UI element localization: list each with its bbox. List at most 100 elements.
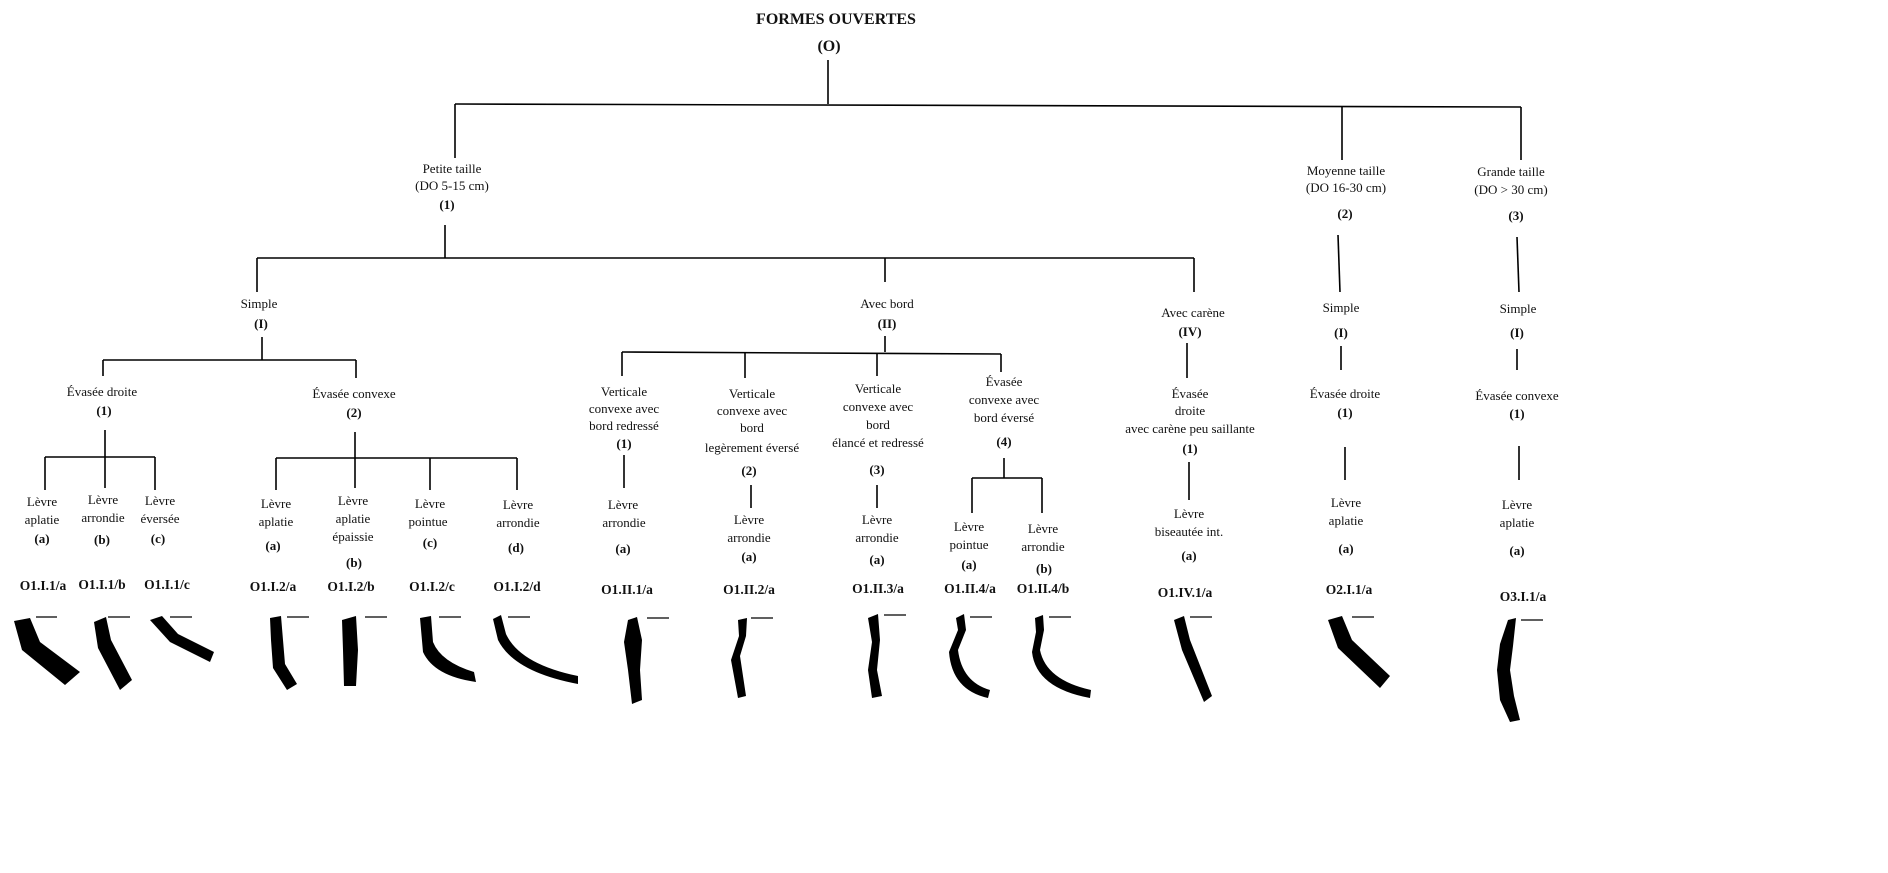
size-node-large: Grande taille (DO > 30 cm) (3) — [1474, 164, 1547, 223]
form-label-line: bord éversé — [974, 410, 1035, 425]
sherd-profile-O3.I.1/a — [1497, 618, 1543, 722]
leaf-label-line: Lèvre — [338, 493, 369, 508]
size-node-medium: Moyenne taille (DO 16-30 cm) (2) — [1306, 163, 1386, 221]
sherd-profile-O2.I.1/a — [1328, 616, 1390, 688]
leaf-node-O1.I.1/b: Lèvre arrondie (b) O1.I.1/b — [78, 492, 125, 592]
type-code: O1.I.2/d — [493, 579, 541, 594]
leaf-label-line: arrondie — [81, 510, 125, 525]
leaf-node-O1.II.1/a: Lèvre arrondie (a) O1.II.1/a — [601, 497, 653, 597]
leaf-label-line: Lèvre — [1502, 497, 1533, 512]
form-label-line: Évasée convexe — [312, 386, 396, 401]
group-code: (I) — [1334, 325, 1348, 340]
leaf-code: (a) — [1509, 543, 1524, 558]
leaf-label-line: arrondie — [496, 515, 540, 530]
group-label: Avec carène — [1161, 305, 1225, 320]
sherd-profile-O1.I.2/b — [342, 616, 387, 686]
leaf-label-line: arrondie — [1021, 539, 1065, 554]
leaf-code: (a) — [1338, 541, 1353, 556]
leaf-label-line: pointue — [950, 537, 989, 552]
form-node-m1: Évasée droite (1) — [1310, 386, 1381, 420]
group-label: Simple — [1323, 300, 1360, 315]
form-label-line: Verticale — [601, 384, 647, 399]
size-range: (DO > 30 cm) — [1474, 182, 1547, 197]
type-code: O1.II.2/a — [723, 582, 775, 597]
type-code: O1.II.3/a — [852, 581, 904, 596]
leaf-label-line: Lèvre — [1028, 521, 1059, 536]
form-code: (4) — [996, 434, 1011, 449]
type-code: O3.I.1/a — [1500, 589, 1547, 604]
group-label: Simple — [1500, 301, 1537, 316]
leaf-label-line: Lèvre — [1331, 495, 1362, 510]
leaf-label-line: aplatie — [336, 511, 371, 526]
sherd-profile-O1.I.2/d — [493, 615, 578, 684]
sherd-profile-O1.IV.1/a — [1174, 616, 1212, 702]
group-code: (I) — [254, 316, 268, 331]
type-code: O1.II.4/b — [1017, 581, 1070, 596]
form-node-s2: Évasée convexe (2) — [312, 386, 396, 420]
form-label-line: Évasée — [1172, 386, 1209, 401]
form-node-s1: Évasée droite (1) — [67, 384, 138, 418]
leaf-label-line: Lèvre — [734, 512, 765, 527]
form-label-line: Évasée droite — [67, 384, 138, 399]
leaf-label-line: Lèvre — [503, 497, 534, 512]
form-label-line: Évasée convexe — [1475, 388, 1559, 403]
leaf-code: (a) — [869, 552, 884, 567]
leaf-label-line: Lèvre — [1174, 506, 1205, 521]
group-label: Avec bord — [860, 296, 914, 311]
form-node-b4: Évasée convexe avec bord éversé (4) — [969, 374, 1040, 449]
leaf-node-O1.I.2/c: Lèvre pointue (c) O1.I.2/c — [409, 496, 455, 594]
form-code: (1) — [616, 436, 631, 451]
form-code: (2) — [741, 463, 756, 478]
form-label-line: bord — [866, 417, 890, 432]
size-label: Moyenne taille — [1307, 163, 1386, 178]
leaf-label-line: Lèvre — [145, 493, 176, 508]
sherd-profile-O1.II.1/a — [624, 617, 669, 704]
form-node-b1: Verticale convexe avec bord redressé (1) — [589, 384, 660, 451]
size-label: Grande taille — [1477, 164, 1545, 179]
form-label-line: droite — [1175, 403, 1206, 418]
type-code: O1.I.1/a — [20, 578, 67, 593]
sherd-profile-O1.I.1/c — [150, 616, 214, 662]
type-code: O2.I.1/a — [1326, 582, 1373, 597]
form-node-c1: Évasée droite avec carène peu saillante … — [1125, 386, 1255, 456]
leaf-code: (b) — [1036, 561, 1052, 576]
leaf-label-line: pointue — [409, 514, 448, 529]
form-label-line: Verticale — [855, 381, 901, 396]
leaf-code: (b) — [346, 555, 362, 570]
leaf-label-line: arrondie — [602, 515, 646, 530]
root-node: FORMES OUVERTES (O) — [756, 11, 916, 55]
leaf-node-O2.I.1/a: Lèvre aplatie (a) O2.I.1/a — [1326, 495, 1373, 597]
size-code: (1) — [439, 197, 454, 212]
form-label-line: élancé et redressé — [832, 435, 924, 450]
group-node-avec-carene: Avec carène (IV) — [1161, 305, 1225, 339]
group-node-avec-bord: Avec bord (II) — [860, 296, 914, 331]
leaf-label-line: aplatie — [25, 512, 60, 527]
leaf-label-line: biseautée int. — [1155, 524, 1224, 539]
typology-tree-diagram: FORMES OUVERTES (O) Petite taille (DO 5-… — [14, 11, 1559, 722]
form-label-line: convexe avec — [843, 399, 914, 414]
sherd-profile-O1.II.2/a — [731, 617, 773, 698]
leaf-label-line: aplatie — [1500, 515, 1535, 530]
group-label: Simple — [241, 296, 278, 311]
group-code: (IV) — [1178, 324, 1201, 339]
form-label-line: Évasée — [986, 374, 1023, 389]
group-code: (II) — [878, 316, 897, 331]
sherd-profiles — [14, 614, 1543, 722]
leaf-code: (a) — [34, 531, 49, 546]
root-code: (O) — [817, 38, 840, 55]
form-node-g1: Évasée convexe (1) — [1475, 388, 1559, 421]
group-node-medium-simple: Simple (I) — [1323, 300, 1360, 340]
form-code: (1) — [1509, 406, 1524, 421]
sherd-profile-O1.II.3/a — [868, 614, 906, 698]
root-title: FORMES OUVERTES — [756, 11, 916, 28]
leaf-label-line: Lèvre — [88, 492, 119, 507]
type-code: O1.I.2/a — [250, 579, 297, 594]
leaf-code: (c) — [151, 531, 165, 546]
tree-connectors — [44, 60, 1522, 513]
size-range: (DO 16-30 cm) — [1306, 180, 1386, 195]
sherd-profile-O1.II.4/a — [949, 614, 992, 698]
leaf-label-line: Lèvre — [954, 519, 985, 534]
size-range: (DO 5-15 cm) — [415, 178, 489, 193]
leaf-code: (a) — [265, 538, 280, 553]
form-code: (3) — [869, 462, 884, 477]
